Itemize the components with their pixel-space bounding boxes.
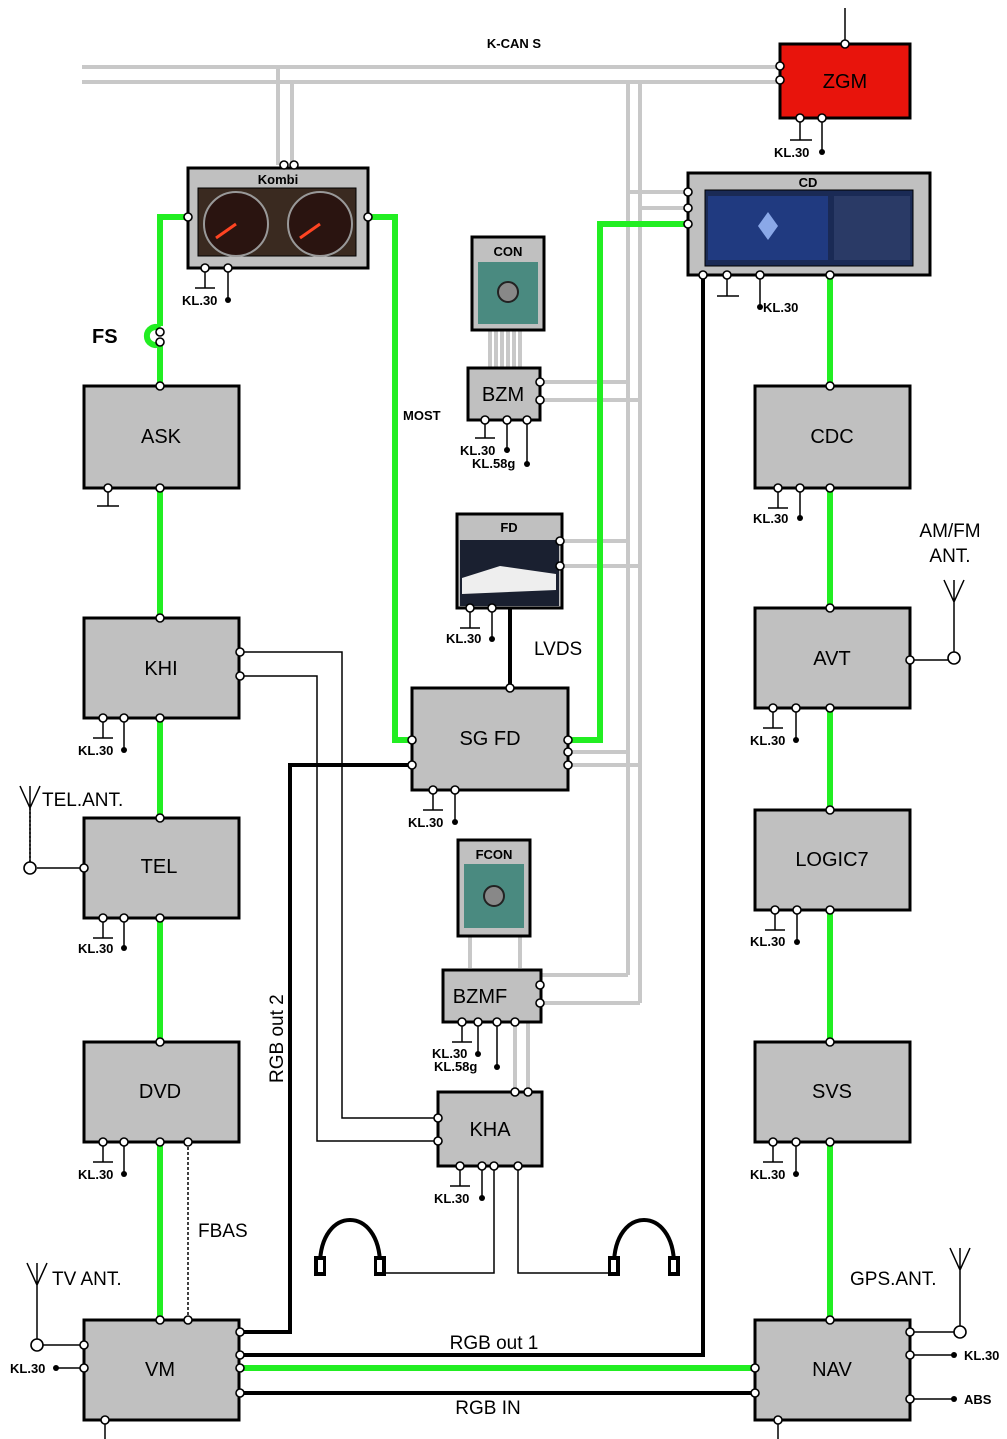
module-khi[interactable]: KHI xyxy=(84,618,239,718)
idrive-knob-icon xyxy=(498,282,518,302)
khi-label: KHI xyxy=(144,658,177,680)
tv-antenna-icon xyxy=(27,1263,47,1343)
fs-label: FS xyxy=(92,326,118,348)
module-tel[interactable]: TEL xyxy=(84,818,239,918)
module-zgm[interactable]: ZGM xyxy=(780,44,910,118)
rgb-out-2-label: RGB out 2 xyxy=(267,994,288,1083)
kha-label: KHA xyxy=(469,1119,511,1141)
tel-ant-label: TEL.ANT. xyxy=(42,790,123,811)
module-bzm[interactable]: BZM xyxy=(468,368,540,420)
amfm-antenna-icon xyxy=(944,580,964,652)
kl30-zgm: KL.30 xyxy=(774,145,809,160)
sgfd-label: SG FD xyxy=(459,728,520,750)
fcon-label: FCON xyxy=(476,847,513,862)
module-nav[interactable]: NAV xyxy=(755,1320,910,1420)
cd-label: CD xyxy=(799,175,818,190)
module-sgfd[interactable]: SG FD xyxy=(412,688,568,790)
tel-label: TEL xyxy=(141,856,178,878)
module-con[interactable]: CON xyxy=(472,237,544,330)
lvds-label: LVDS xyxy=(534,639,582,660)
kl30-khi: KL.30 xyxy=(78,743,113,758)
tel-antenna-icon xyxy=(20,786,40,868)
tv-ant-label: TV ANT. xyxy=(52,1269,122,1290)
headphones-left-icon xyxy=(314,1220,386,1276)
logic7-label: LOGIC7 xyxy=(795,849,868,871)
nav-label: NAV xyxy=(812,1359,852,1381)
kl30-cdc: KL.30 xyxy=(753,511,788,526)
amfm-ant-label-2: ANT. xyxy=(929,546,970,567)
ask-label: ASK xyxy=(141,426,182,448)
module-logic7[interactable]: LOGIC7 xyxy=(755,810,910,910)
fd-label: FD xyxy=(500,520,517,535)
kl30-svs: KL.30 xyxy=(750,1167,785,1182)
module-svs[interactable]: SVS xyxy=(755,1042,910,1142)
gps-ant-label: GPS.ANT. xyxy=(850,1269,937,1290)
module-kha[interactable]: KHA xyxy=(438,1092,542,1166)
module-kombi[interactable]: Kombi xyxy=(188,168,368,268)
kl58g-bzm: KL.58g xyxy=(472,456,515,471)
kl30-cd: KL.30 xyxy=(763,300,798,315)
module-avt[interactable]: AVT xyxy=(755,608,910,708)
kl30-dvd: KL.30 xyxy=(78,1167,113,1182)
kl30-logic7: KL.30 xyxy=(750,934,785,949)
kl30-nav: KL.30 xyxy=(964,1348,999,1363)
amfm-ant-label-1: AM/FM xyxy=(919,521,980,542)
module-cdc[interactable]: CDC xyxy=(755,386,910,488)
kcan-label: K-CAN S xyxy=(487,36,541,51)
kl30-tel: KL.30 xyxy=(78,941,113,956)
kl30-kombi: KL.30 xyxy=(182,293,217,308)
kl30-vm: KL.30 xyxy=(10,1361,45,1376)
kl30-sgfd: KL.30 xyxy=(408,815,443,830)
most-label: MOST xyxy=(403,408,441,423)
con-label: CON xyxy=(494,244,523,259)
kl58g-bzmf: KL.58g xyxy=(434,1059,477,1074)
zgm-label: ZGM xyxy=(823,71,867,93)
dvd-label: DVD xyxy=(139,1081,181,1103)
idrive-knob-rear-icon xyxy=(484,886,504,906)
fbas-label: FBAS xyxy=(198,1221,248,1242)
module-dvd[interactable]: DVD xyxy=(84,1042,239,1142)
kl30-fd: KL.30 xyxy=(446,631,481,646)
bzm-label: BZM xyxy=(482,384,524,406)
vm-label: VM xyxy=(145,1359,175,1381)
headphones-right-icon xyxy=(608,1220,680,1276)
kl30-kha: KL.30 xyxy=(434,1191,469,1206)
kl30-avt: KL.30 xyxy=(750,733,785,748)
module-fcon[interactable]: FCON xyxy=(458,840,530,936)
module-bzmf[interactable]: BZMF xyxy=(443,970,541,1022)
module-ask[interactable]: ASK xyxy=(84,386,239,488)
cdc-label: CDC xyxy=(810,426,853,448)
avt-label: AVT xyxy=(813,648,850,670)
module-cd[interactable]: CD xyxy=(688,173,930,275)
module-fd[interactable]: FD xyxy=(457,514,562,608)
kombi-label: Kombi xyxy=(258,172,298,187)
svs-label: SVS xyxy=(812,1081,852,1103)
gps-antenna-icon xyxy=(950,1248,970,1330)
rgb-out-1-label: RGB out 1 xyxy=(450,1333,539,1354)
bzmf-label: BZMF xyxy=(453,986,507,1008)
module-vm[interactable]: VM xyxy=(84,1320,239,1420)
rgb-in-label: RGB IN xyxy=(455,1398,520,1419)
abs-nav: ABS xyxy=(964,1392,992,1407)
